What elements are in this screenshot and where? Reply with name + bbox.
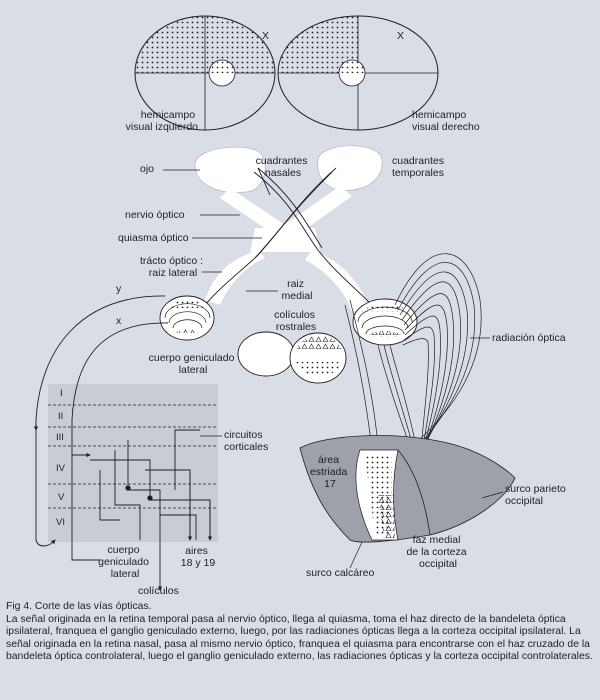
visual-field-right (277, 15, 439, 131)
visual-pathway-diagram: X X hemicampo visual izquierdo hemicampo… (33, 15, 569, 597)
layer-numerals: I II III IV V VI (56, 388, 66, 528)
coliculos-rostrales-label: colículos rostrales (274, 309, 318, 333)
radiacion-optica-label: radiación óptica (492, 332, 566, 344)
y-fiber-label: y (116, 283, 122, 295)
crossing-fibers (204, 167, 373, 306)
layer-II: II (58, 411, 63, 422)
faz-medial-label: faz medial de la corteza occipital (406, 534, 469, 570)
figure-caption: Fig 4. Corte de las vías ópticas. La señ… (6, 601, 596, 664)
ojo-label: ojo (140, 163, 154, 175)
hemicampo-izquierdo-label: hemicampo visual izquierdo (126, 109, 199, 133)
lgn-right (352, 298, 418, 346)
circuitos-corticales-label: circuitos corticales (224, 429, 268, 453)
cortical-layers-panel (48, 384, 218, 542)
visual-field-left (134, 15, 276, 131)
surco-calcareo-label: surco calcáreo (306, 567, 374, 579)
colliculi (237, 331, 347, 384)
nervio-optico-label: nervio óptico (125, 209, 185, 221)
layer-IV: IV (56, 463, 66, 474)
quiasma-optico-label: quiasma óptico (118, 232, 189, 244)
layer-VI: VI (56, 517, 65, 528)
eyes (194, 145, 383, 193)
x-mark-right: X (397, 30, 404, 42)
cuadrantes-temporales-label: cuadrantes temporales (392, 155, 447, 179)
lgn-left (159, 295, 215, 341)
x-fiber-label: x (116, 315, 122, 327)
optic-nerves-chiasm (205, 186, 368, 312)
cuerpo-geniculado-bottom-label: cuerpo geniculado lateral (98, 544, 152, 580)
layer-V: V (58, 492, 65, 503)
surco-parieto-occipital-label: surco parieto occipital (505, 483, 569, 507)
layer-III: III (56, 432, 64, 443)
x-mark-left: X (262, 30, 269, 42)
afferent-fibers (33, 295, 213, 591)
caption-title: Fig 4. Corte de las vías ópticas. (6, 601, 152, 612)
cuerpo-geniculado-lateral-label: cuerpo geniculado lateral (149, 352, 238, 376)
area-estriada-label: área estriada 17 (310, 454, 350, 490)
coliculos-label: colículos (138, 585, 179, 597)
tracto-optico-label: trácto óptico : raiz lateral (140, 255, 206, 279)
layer-I: I (60, 388, 63, 399)
hemicampo-derecho-label: hemicampo visual derecho (412, 109, 480, 133)
cuadrantes-nasales-label: cuadrantes nasales (256, 155, 311, 179)
aires-label: aires 18 y 19 (181, 545, 216, 569)
caption-body: La señal originada en la retina temporal… (6, 613, 593, 663)
raiz-medial-label: raiz medial (282, 278, 313, 302)
occipital-cortex (299, 435, 516, 543)
